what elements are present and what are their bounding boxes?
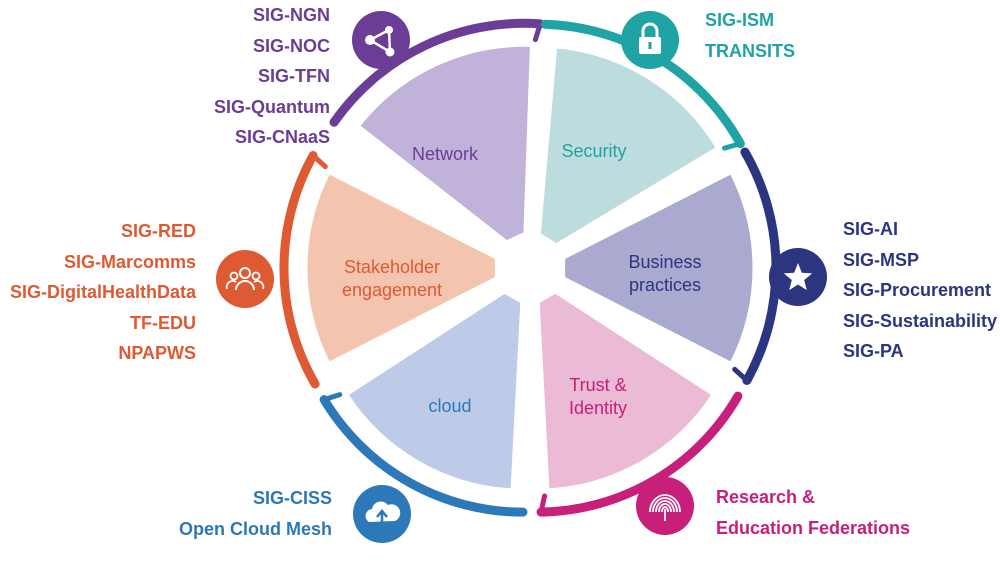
cloud-band-tail <box>321 392 343 403</box>
network-item: SIG-CNaaS <box>234 127 330 147</box>
business-petal <box>562 171 756 365</box>
stakeholder-petal <box>304 171 498 365</box>
cloud-petal <box>345 290 524 492</box>
security-label: Security <box>561 141 626 161</box>
star-icon <box>769 248 827 306</box>
trust-petal <box>536 290 715 492</box>
cloud-item: SIG-CISS <box>252 488 332 508</box>
network-item: SIG-TFN <box>258 66 330 86</box>
trust-label: Trust &Identity <box>569 375 627 418</box>
business-list: SIG-AI SIG-MSP SIG-Procurement SIG-Susta… <box>843 214 1000 367</box>
business-item: SIG-AI <box>843 219 899 239</box>
security-band-tail <box>721 141 743 151</box>
stakeholder-item: SIG-RED <box>120 221 196 241</box>
network-item: SIG-NGN <box>252 5 330 25</box>
stakeholder-list: SIG-RED SIG-Marcomms SIG-DigitalHealthDa… <box>0 216 196 369</box>
security-list: SIG-ISM TRANSITS <box>705 5 865 66</box>
trust-band-tail <box>538 493 548 515</box>
cloud-label: cloud <box>428 396 471 416</box>
network-item: SIG-Quantum <box>214 96 330 117</box>
lock-icon <box>621 11 679 69</box>
segment-cloud: cloud <box>319 290 528 517</box>
stakeholder-item: NPAPWS <box>118 343 196 363</box>
segment-trust: Trust &Identity <box>536 290 743 517</box>
business-item: SIG-MSP <box>843 249 920 270</box>
business-item: SIG-Procurement <box>843 280 992 300</box>
trust-list: Research & Education Federations <box>716 482 946 543</box>
cloud-band <box>319 395 528 517</box>
security-item: TRANSITS <box>705 40 795 61</box>
people-icon <box>216 250 274 308</box>
cloud-upload-icon <box>353 485 411 543</box>
stakeholder-item: TF-EDU <box>130 312 196 333</box>
network-label: Network <box>412 144 479 164</box>
stakeholder-band <box>279 151 320 389</box>
stakeholder-item: SIG-DigitalHealthData <box>9 282 196 302</box>
business-item: SIG-PA <box>843 341 904 361</box>
business-band-tail <box>732 366 750 383</box>
security-item: SIG-ISM <box>705 10 775 30</box>
segment-network: Network <box>329 18 545 244</box>
security-petal <box>537 45 719 247</box>
fingerprint-icon <box>636 477 694 535</box>
stakeholder-item: SIG-Marcomms <box>63 251 196 272</box>
stakeholder-band-tail <box>310 153 328 170</box>
network-band-tail <box>532 21 543 43</box>
cloud-item: Open Cloud Mesh <box>179 518 332 539</box>
network-petal <box>357 43 533 244</box>
business-item: SIG-Sustainability <box>843 310 998 331</box>
trust-item: Education Federations <box>716 517 911 538</box>
network-band <box>329 18 545 127</box>
trust-item: Research & <box>716 487 816 507</box>
cloud-list: SIG-CISS Open Cloud Mesh <box>160 483 332 544</box>
network-list: SIG-NGN SIG-NOC SIG-TFN SIG-Quantum SIG-… <box>190 0 330 153</box>
network-nodes-icon <box>352 11 410 69</box>
network-item: SIG-NOC <box>252 35 330 56</box>
